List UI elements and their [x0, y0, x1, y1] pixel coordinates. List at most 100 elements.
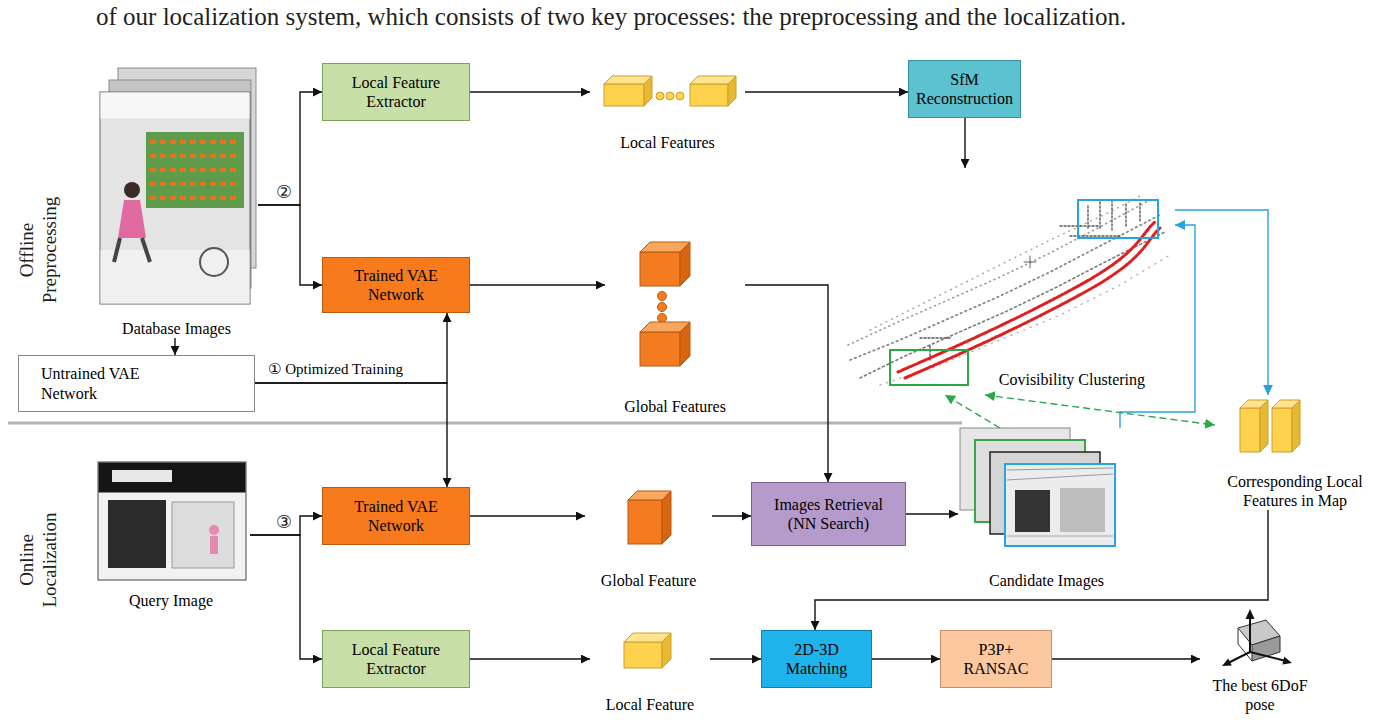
photo-person — [124, 182, 140, 198]
node-text: Images Retrieval (NN Search) — [762, 495, 895, 533]
process-box: P3P+ RANSAC — [940, 630, 1052, 688]
arrow-connector — [255, 313, 447, 383]
feature-cuboid — [1260, 400, 1268, 452]
arrow-connector — [872, 658, 940, 659]
arrow-connector — [712, 515, 751, 516]
node-text: The best 6DoF pose — [1200, 676, 1320, 714]
arrow-connector — [250, 535, 322, 659]
photo-frame — [1005, 464, 1115, 546]
node-text: Local Feature Extractor — [331, 640, 461, 678]
node-text: 2D-3D Matching — [770, 640, 863, 678]
arrow-connector — [745, 91, 908, 92]
process-box: SfM Reconstruction — [908, 60, 1021, 118]
image-stack: Database Images — [95, 65, 258, 338]
node-text: Local Feature Extractor — [331, 73, 461, 111]
pose-icon: The best 6DoF pose — [1200, 606, 1320, 714]
node-text: Trained VAE Network — [331, 497, 461, 535]
process-box: Local Feature Extractor — [322, 63, 470, 121]
arrow-connector — [1120, 225, 1195, 428]
photo-person — [118, 200, 146, 238]
arrow-connector — [258, 205, 322, 285]
node-text: Corresponding Local Features in Map — [1215, 472, 1375, 510]
crosshair — [1024, 256, 1036, 268]
process-box: Images Retrieval (NN Search) — [751, 482, 906, 546]
pose-axis — [1228, 616, 1286, 663]
node-text: Global Feature — [601, 571, 697, 590]
photo-frame — [98, 462, 246, 580]
point-cloud — [848, 200, 1150, 345]
photo-floor — [1007, 536, 1113, 537]
photo-shelf-items — [150, 142, 240, 198]
arrow-connector — [1052, 658, 1200, 659]
feature-cuboid — [628, 500, 662, 544]
global-feature-icon — [628, 491, 671, 544]
photo-sign — [112, 470, 172, 482]
node-text: Query Image — [129, 591, 213, 610]
arrow-connector — [906, 513, 958, 514]
feature-cuboid — [640, 252, 680, 286]
node-text: Database Images — [122, 319, 231, 338]
local-feature-icon — [624, 633, 671, 668]
section-label: Offline Preprocessing — [15, 185, 61, 315]
photo-person — [114, 238, 150, 262]
feature-cuboid — [1240, 408, 1260, 452]
arrow-connector — [470, 284, 605, 285]
process-box: 2D-3D Matching — [761, 630, 872, 688]
label-text: ② — [276, 181, 292, 203]
arrow-connector — [945, 395, 1000, 428]
feature-cuboid — [680, 242, 690, 286]
photo-shop — [108, 500, 166, 568]
feature-dot — [676, 92, 684, 100]
photo-shop — [172, 502, 234, 568]
feature-cuboid — [624, 642, 662, 668]
process-box: Local Feature Extractor — [322, 630, 470, 688]
arrow-connector — [985, 395, 1215, 425]
feature-icon: Global Feature — [585, 487, 712, 590]
candidate-photos — [960, 428, 1115, 546]
feature-cuboid — [680, 322, 690, 366]
process-box: Untrained VAE Network — [18, 355, 255, 412]
feature-cuboid — [662, 491, 671, 544]
global-features-icon — [640, 242, 690, 366]
process-box: Trained VAE Network — [322, 487, 470, 545]
arrow-connector — [964, 118, 965, 168]
photo-ceiling — [1007, 468, 1113, 480]
feature-cuboid — [1272, 408, 1292, 452]
label-text: ③ — [276, 511, 292, 533]
point-cloud — [860, 232, 1165, 378]
connector-label: ① Optimized Training — [266, 360, 405, 378]
cluster-box — [890, 350, 968, 385]
arrow-connector — [174, 338, 175, 355]
arrow-connector — [470, 515, 585, 516]
label-text: of our localization system, which consis… — [96, 2, 1386, 32]
arrow-connector — [470, 91, 590, 92]
node-text: Global Features — [624, 397, 726, 416]
feature-dot — [658, 303, 667, 312]
feature-icon: Global Features — [605, 238, 745, 416]
arrow-connector — [710, 658, 761, 659]
photo-ceiling — [101, 93, 250, 119]
photo-person — [209, 525, 219, 535]
feature-cuboid — [728, 76, 736, 106]
arrow-connector — [255, 383, 447, 487]
pose-icon — [1222, 609, 1292, 666]
label-text: Online Localization — [15, 495, 61, 625]
point-cloud-map: Covisibility Clustering — [838, 168, 1175, 395]
label-text: Offline Preprocessing — [15, 185, 61, 315]
node-text: Local Features — [620, 133, 715, 152]
pose-axis-head — [1222, 609, 1292, 666]
feature-cuboid — [662, 633, 671, 668]
node-text: Trained VAE Network — [331, 266, 461, 304]
feature-cuboid — [1292, 400, 1300, 452]
feature-dot — [658, 292, 667, 301]
section-divider — [8, 422, 962, 425]
local-features-icon — [604, 76, 736, 106]
map-features-icon — [1240, 400, 1300, 452]
feature-icon: Corresponding Local Features in Map — [1215, 395, 1375, 510]
arrow-connector — [258, 92, 322, 205]
feature-dot — [658, 314, 667, 323]
photo-person — [210, 536, 218, 554]
process-box: Trained VAE Network — [322, 257, 470, 313]
photo-shop — [1015, 490, 1050, 532]
